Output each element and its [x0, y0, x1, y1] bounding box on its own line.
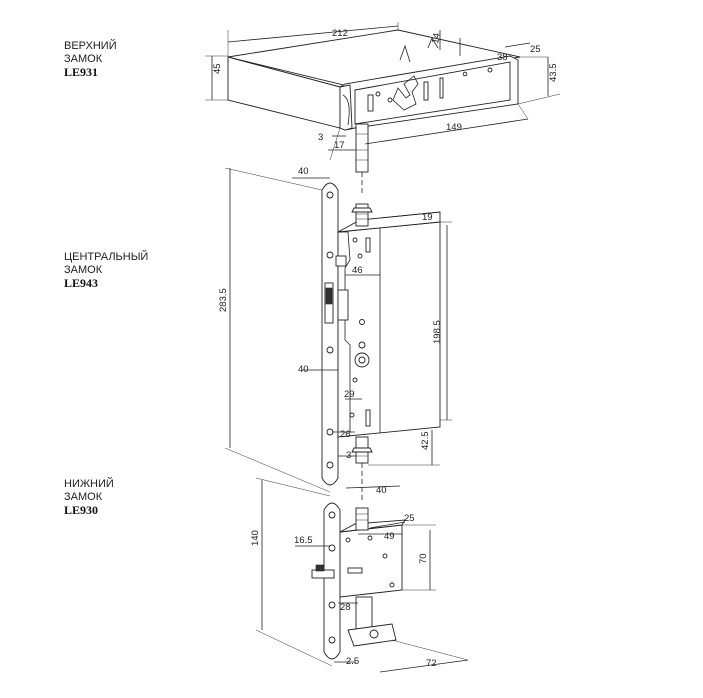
dim-center-198-5: 198.5: [432, 320, 443, 344]
dim-bottom-25: 25: [404, 513, 415, 524]
dim-center-26: 26: [340, 429, 351, 440]
dim-bottom-72: 72: [426, 658, 437, 669]
dim-center-40b: 40: [298, 364, 309, 375]
dim-center-19: 19: [422, 212, 433, 223]
dim-bottom-2-5: 2.5: [346, 656, 359, 667]
dim-center-29: 29: [344, 389, 355, 400]
bottom-lock-le930: [255, 477, 469, 673]
dim-center-283-5: 283.5: [218, 288, 229, 312]
dim-top-17: 17: [334, 140, 345, 151]
bottom-lock-label: НИЖНИЙ ЗАМОК LE930: [64, 478, 114, 517]
bottom-lock-line1: НИЖНИЙ: [64, 478, 114, 490]
dim-center-46: 46: [352, 265, 363, 276]
dim-top-height: 45: [212, 63, 223, 74]
top-lock-line1: ВЕРХНИЙ: [64, 40, 117, 52]
dim-top-38: 38: [497, 52, 508, 63]
dimension-labels: 212 45 14 25 38 43.5 149 3 17 40 19 283.…: [212, 28, 559, 669]
dim-top-149: 149: [446, 122, 462, 133]
dim-bottom-49: 49: [384, 531, 395, 542]
top-lock-code: LE931: [64, 65, 99, 79]
center-lock-label: ЦЕНТРАЛЬНЫЙ ЗАМОК LE943: [64, 251, 148, 290]
dim-bottom-16-5: 16.5: [294, 535, 313, 546]
dim-top-14: 14: [430, 32, 443, 44]
dim-top-width: 212: [332, 28, 348, 39]
center-lock-line2: ЗАМОК: [64, 264, 103, 276]
dim-top-43-5: 43.5: [548, 64, 559, 83]
top-lock-line2: ЗАМОК: [64, 53, 103, 65]
dim-center-3: 3: [346, 450, 351, 461]
bottom-lock-line2: ЗАМОК: [64, 491, 103, 503]
center-lock-line1: ЦЕНТРАЛЬНЫЙ: [64, 251, 149, 263]
dim-bottom-70: 70: [418, 553, 429, 564]
bottom-lock-code: LE930: [64, 503, 99, 517]
top-lock-le931: [205, 22, 561, 196]
dim-top-3: 3: [318, 132, 323, 143]
dim-center-40: 40: [298, 166, 309, 177]
dim-bottom-40: 40: [376, 485, 387, 496]
dim-center-42-5: 42.5: [420, 432, 431, 451]
dim-top-25: 25: [530, 44, 541, 55]
top-lock-label: ВЕРХНИЙ ЗАМОК LE931: [64, 40, 117, 79]
center-lock-le943: [224, 167, 452, 500]
center-lock-code: LE943: [64, 276, 99, 290]
dim-bottom-28: 28: [340, 602, 351, 613]
dim-bottom-140: 140: [250, 530, 261, 546]
